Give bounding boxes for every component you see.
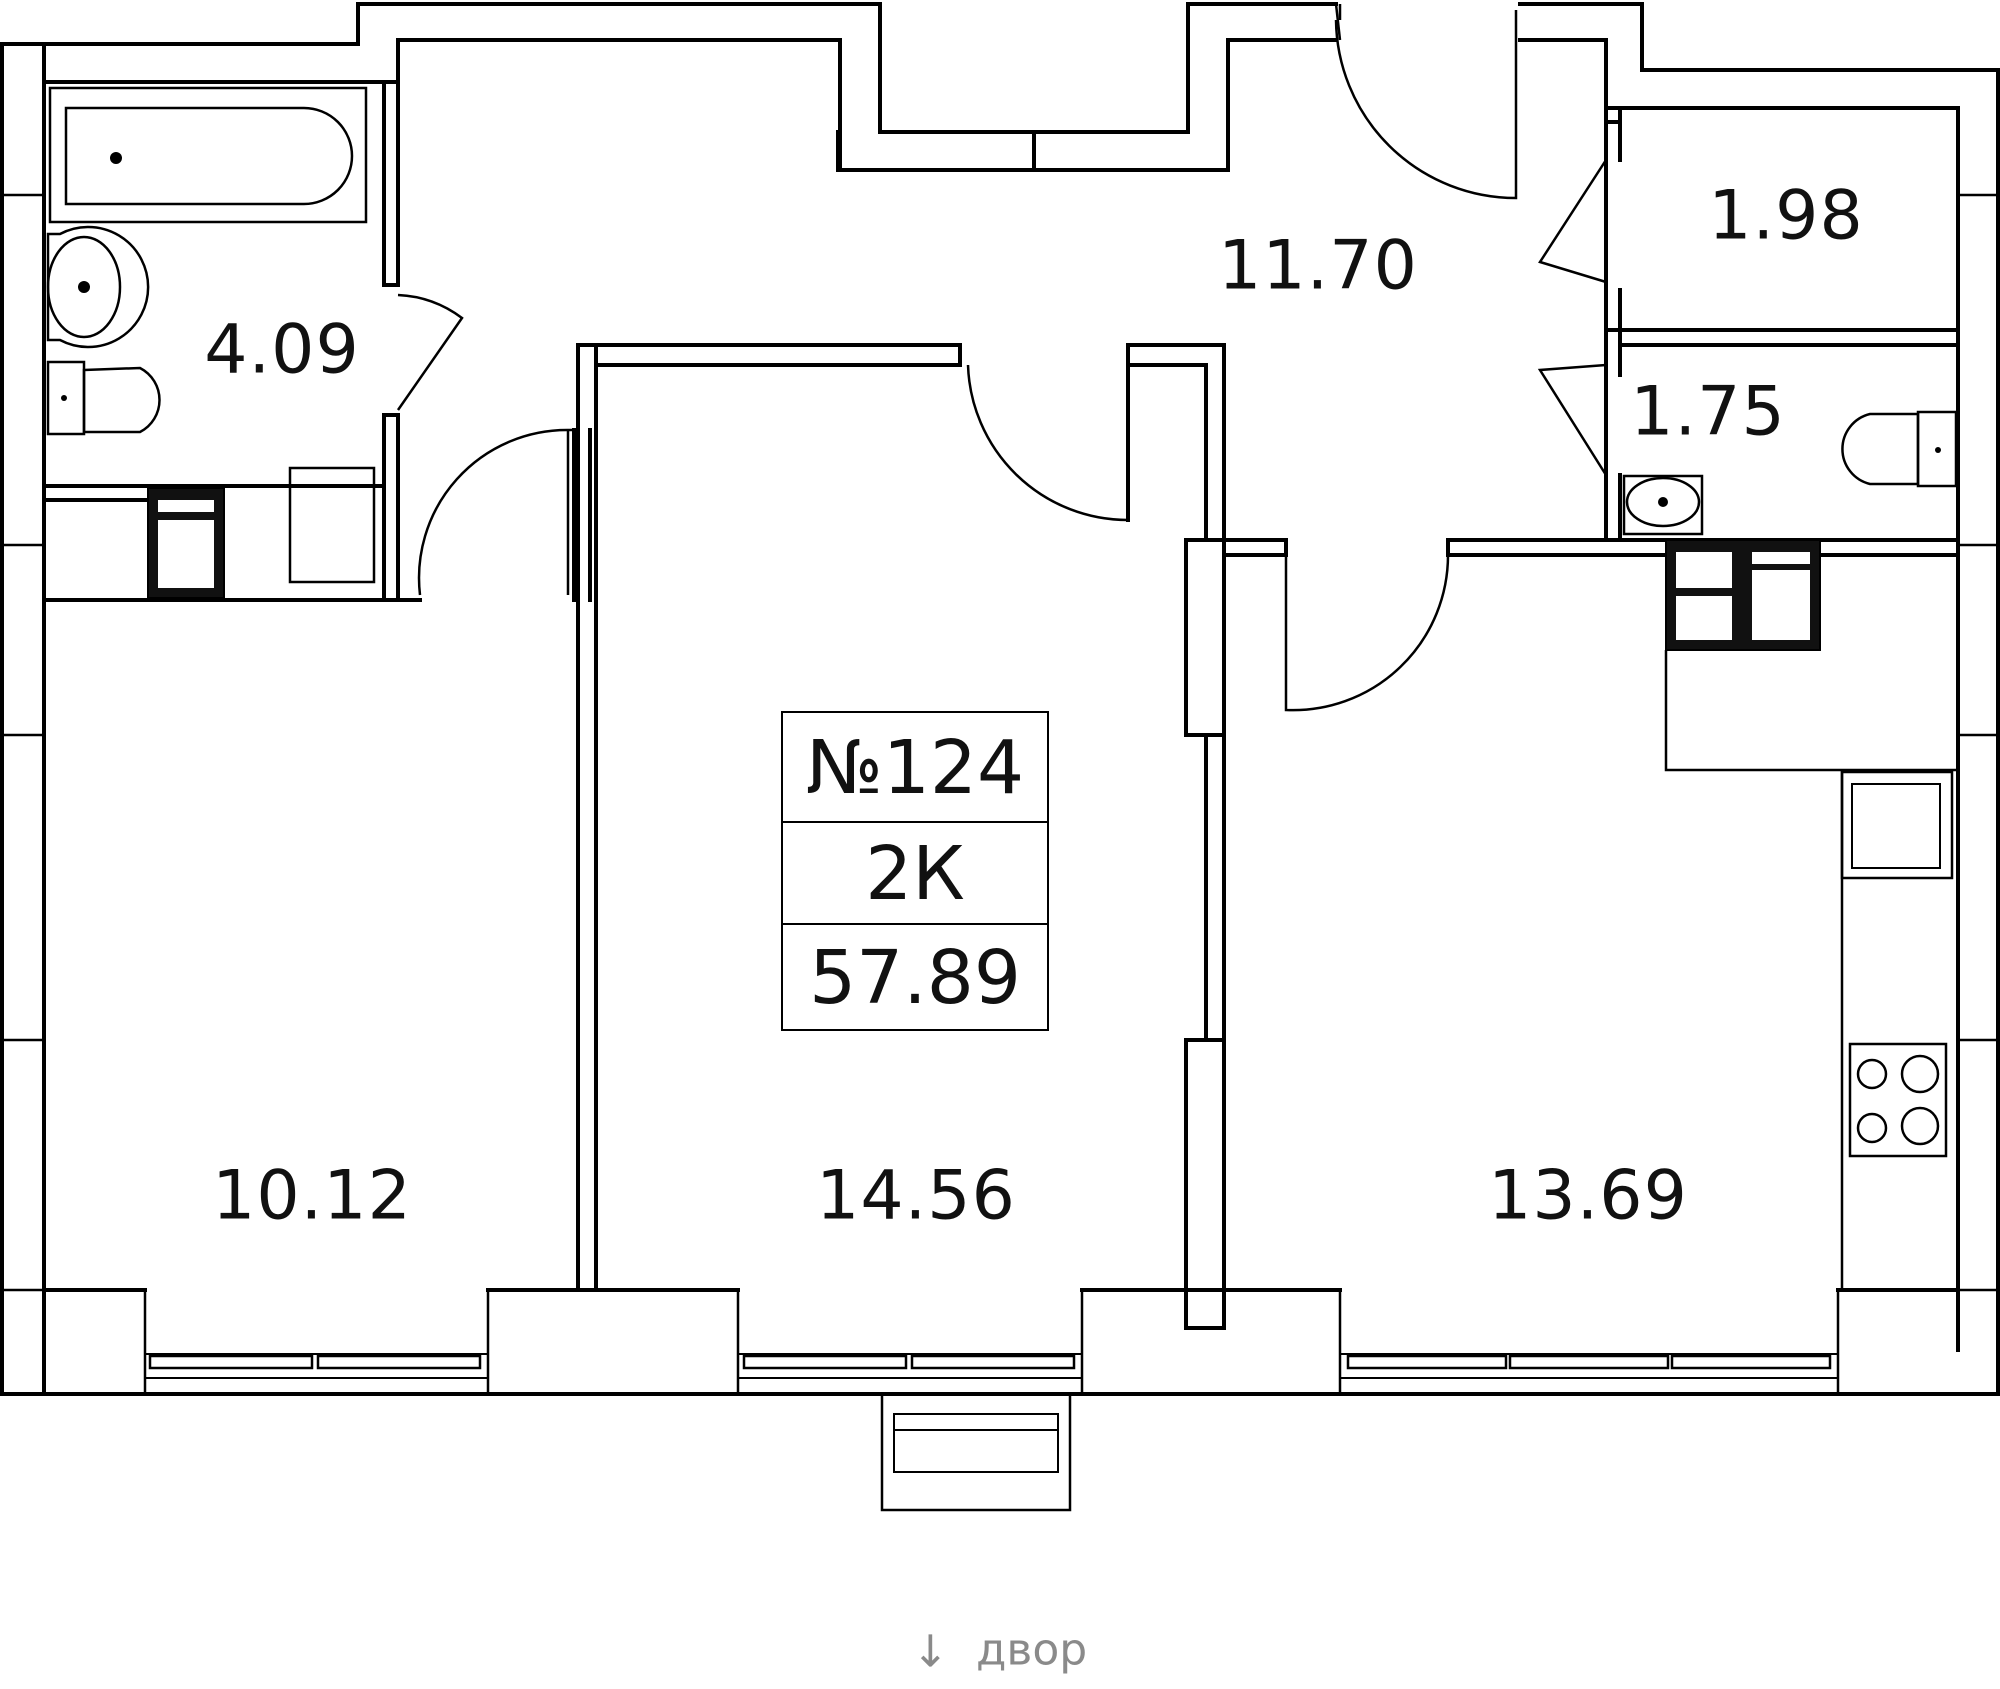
- bathtub-icon: [48, 86, 368, 224]
- entrance-door: [1334, 3, 1518, 200]
- wc-door: [1537, 363, 1608, 476]
- storage-door: [1538, 159, 1608, 284]
- apartment-type: 2К: [865, 831, 965, 917]
- wc-toilet-icon: [1841, 410, 1958, 488]
- toilet-icon: [46, 360, 161, 436]
- area-bedroom-center: 14.56: [816, 1157, 1016, 1236]
- balcony: [880, 1392, 1072, 1512]
- kitchen-fixtures: [1664, 539, 1958, 1290]
- window-center: [738, 1353, 1082, 1379]
- left-outer-wall: [0, 42, 46, 1396]
- stove-icon: [1848, 1042, 1948, 1158]
- area-storage: 1.98: [1708, 177, 1863, 256]
- radiator-left-icon: [147, 487, 225, 599]
- bathroom-door: [396, 293, 464, 411]
- bedroom-left-door: [417, 428, 578, 596]
- doors: [396, 3, 1608, 712]
- window-right: [1340, 1353, 1838, 1379]
- wc-fixtures: [1622, 410, 1958, 536]
- kitchen-door: [1284, 554, 1450, 712]
- kitchen-counter: [1664, 650, 1958, 1290]
- area-bedroom-left: 10.12: [212, 1157, 412, 1236]
- bedroom-center-door: [966, 364, 1130, 522]
- wc-sink-icon: [1622, 474, 1704, 536]
- apartment-number: №124: [806, 725, 1024, 811]
- orientation-marker: ↓ двор: [912, 1625, 1087, 1678]
- bathroom-fixtures: [46, 86, 376, 599]
- area-wc: 1.75: [1630, 373, 1785, 452]
- sink-icon: [46, 225, 150, 349]
- area-bathroom: 4.09: [204, 311, 359, 390]
- radiator-right-icon: [1665, 539, 1821, 651]
- top-outer-wall: [0, 2, 1338, 172]
- orientation-label: двор: [976, 1625, 1087, 1676]
- apartment-info: №124 2К 57.89: [781, 711, 1049, 1031]
- kitchen-sink-icon: [1840, 770, 1954, 880]
- area-kitchen-living: 13.69: [1488, 1157, 1688, 1236]
- down-arrow-icon: ↓: [912, 1627, 949, 1678]
- washing-machine-icon: [288, 466, 376, 584]
- interior-walls: [42, 80, 1960, 1330]
- apartment-total-area: 57.89: [809, 935, 1021, 1021]
- area-hallway: 11.70: [1218, 227, 1418, 306]
- windows: [145, 1353, 1838, 1512]
- window-left: [145, 1353, 488, 1379]
- room-labels: 4.09 11.70 1.98 1.75 10.12 14.56 13.69: [204, 177, 1863, 1236]
